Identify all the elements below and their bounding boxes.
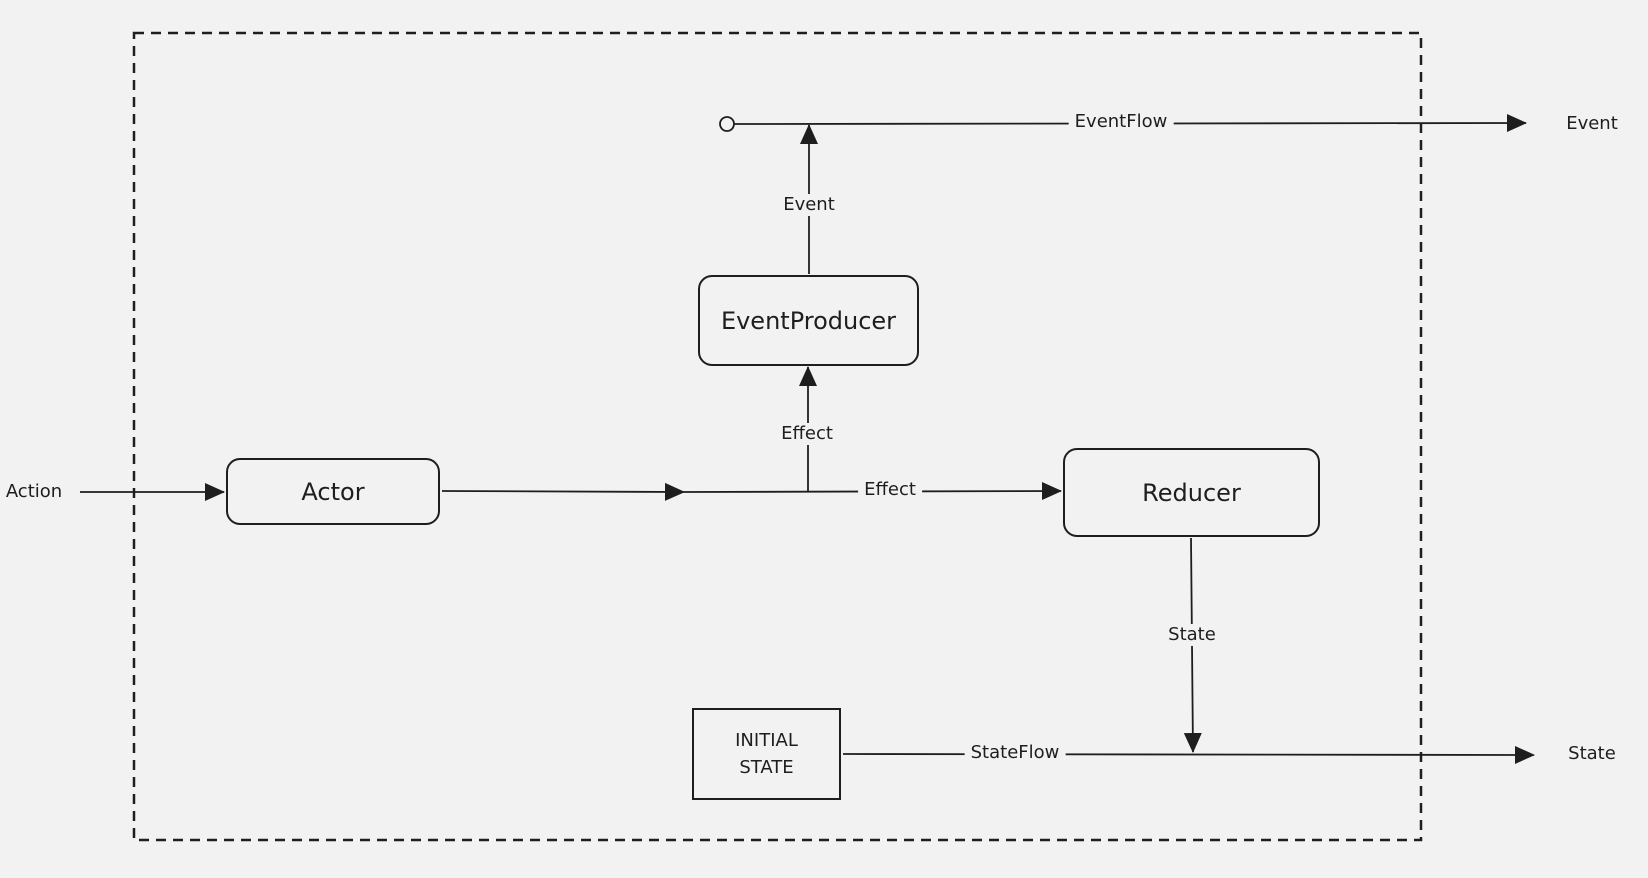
initial-state-node[interactable]: INITIAL STATE bbox=[692, 708, 841, 800]
actor-node-label: Actor bbox=[301, 477, 365, 506]
label-effect-to-producer: Effect bbox=[775, 423, 839, 445]
event-flow-origin-circle bbox=[719, 116, 735, 132]
label-state-flow: StateFlow bbox=[964, 742, 1066, 764]
initial-state-line2: STATE bbox=[739, 757, 794, 778]
edge-state-flow bbox=[842, 745, 1535, 764]
label-state-out: State bbox=[1568, 743, 1616, 764]
label-state-from-reducer: State bbox=[1162, 624, 1222, 646]
label-event-out: Event bbox=[1566, 113, 1618, 134]
boundary-dashed-box bbox=[132, 31, 1423, 842]
reducer-node-label: Reducer bbox=[1142, 478, 1241, 507]
edge-actor-to-junction bbox=[441, 482, 685, 501]
actor-node[interactable]: Actor bbox=[226, 458, 440, 525]
label-event-to-flow: Event bbox=[777, 194, 841, 216]
event-producer-node-label: EventProducer bbox=[720, 306, 897, 335]
label-effect-to-reducer: Effect bbox=[858, 479, 922, 501]
reducer-node[interactable]: Reducer bbox=[1063, 448, 1320, 537]
label-action: Action bbox=[5, 481, 63, 502]
event-producer-node[interactable]: EventProducer bbox=[698, 275, 919, 366]
initial-state-line1: INITIAL bbox=[735, 730, 798, 751]
label-event-flow: EventFlow bbox=[1068, 111, 1174, 133]
